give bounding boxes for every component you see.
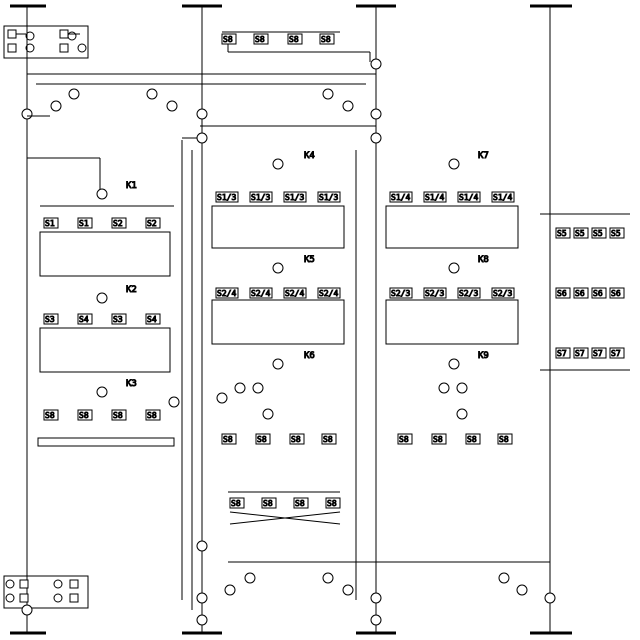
far-right-block: S5 S5 S5 S5 S6 S6 S6 S6 S7 S7 S7 S7 — [540, 213, 630, 371]
fr-row2-2: S6 — [575, 289, 585, 298]
mid-s8-3: S8 — [295, 499, 305, 508]
bottom-left-block — [3, 575, 89, 609]
top-s8-row: S8 S8 S8 S8 — [221, 31, 382, 70]
top-s8-label-3: S8 — [289, 35, 299, 44]
fr-row1-3: S5 — [593, 229, 603, 238]
k5-label: K5 — [304, 255, 315, 265]
fr-row1-1: S5 — [557, 229, 567, 238]
right-chain: K7 S1/4 S1/4 S1/4 S1/4 K8 S2/3 S2/3 S2/3… — [385, 151, 519, 445]
center-row2-4: S2/4 — [319, 289, 338, 298]
top-s8-label-4: S8 — [321, 35, 331, 44]
right-row2-1: S2/3 — [391, 289, 410, 298]
top-s8-label-1: S8 — [223, 35, 233, 44]
k2-label: K2 — [126, 285, 137, 295]
left-row2-2: S4 — [79, 315, 89, 324]
top-s8-box-4 — [319, 33, 335, 45]
fr-row2-3: S6 — [593, 289, 603, 298]
center-row3-3: S8 — [291, 435, 301, 444]
fr-row2-1: S6 — [557, 289, 567, 298]
mid-s8-4: S8 — [327, 499, 337, 508]
fr-row1-4: S5 — [611, 229, 621, 238]
left-chain: K1 S1 S1 S2 S2 K2 S3 S4 S3 S4 K3 S8 S8 S… — [27, 157, 180, 447]
k6-label: K6 — [304, 351, 315, 361]
left-row3-3: S8 — [113, 411, 123, 420]
right-row1-3: S1/4 — [459, 193, 478, 202]
bottom-instrument-row — [21, 561, 556, 626]
fr-row2-4: S6 — [611, 289, 621, 298]
right-row2-3: S2/3 — [459, 289, 478, 298]
fr-row3-4: S7 — [611, 349, 621, 358]
top-s8-box-3 — [287, 33, 303, 45]
top-s8-box-2 — [253, 33, 269, 45]
right-row1-1: S1/4 — [391, 193, 410, 202]
right-row3-3: S8 — [467, 435, 477, 444]
center-row2-3: S2/4 — [285, 289, 304, 298]
right-row3-1: S8 — [399, 435, 409, 444]
left-row2-1: S3 — [45, 315, 55, 324]
left-row1-4: S2 — [147, 219, 157, 228]
k9-label: K9 — [478, 351, 489, 361]
top-s8-box-1 — [221, 33, 237, 45]
top-left-block — [3, 25, 89, 59]
k8-label: K8 — [478, 255, 489, 265]
mid-mixer-row: S8 S8 S8 S8 — [196, 491, 341, 552]
center-chain: K4 S1/3 S1/3 S1/3 S1/3 K5 S2/4 S2/4 S2/4… — [211, 151, 345, 445]
right-row1-2: S1/4 — [425, 193, 444, 202]
center-row1-1: S1/3 — [217, 193, 236, 202]
left-row2-3: S3 — [113, 315, 123, 324]
top-instrument-row — [21, 73, 382, 144]
left-row2-4: S4 — [147, 315, 157, 324]
right-row3-4: S8 — [499, 435, 509, 444]
top-s8-label-2: S8 — [255, 35, 265, 44]
fr-row3-3: S7 — [593, 349, 603, 358]
left-row1-1: S1 — [45, 219, 55, 228]
mid-s8-1: S8 — [231, 499, 241, 508]
center-row1-3: S1/3 — [285, 193, 304, 202]
main-vertical-lines — [26, 6, 551, 633]
center-row3-2: S8 — [257, 435, 267, 444]
left-row3-2: S8 — [79, 411, 89, 420]
center-row2-1: S2/4 — [217, 289, 236, 298]
right-row3-2: S8 — [433, 435, 443, 444]
fr-row3-2: S7 — [575, 349, 585, 358]
center-row1-2: S1/3 — [251, 193, 270, 202]
center-row1-4: S1/3 — [319, 193, 338, 202]
right-row2-2: S2/3 — [425, 289, 444, 298]
center-row3-1: S8 — [223, 435, 233, 444]
right-row2-4: S2/3 — [493, 289, 512, 298]
k1-label: K1 — [126, 181, 137, 191]
right-row1-4: S1/4 — [493, 193, 512, 202]
left-row1-3: S2 — [113, 219, 123, 228]
fr-row1-2: S5 — [575, 229, 585, 238]
k7-label: K7 — [478, 151, 489, 161]
center-row2-2: S2/4 — [251, 289, 270, 298]
left-row3-4: S8 — [147, 411, 157, 420]
left-row3-1: S8 — [45, 411, 55, 420]
mid-s8-2: S8 — [263, 499, 273, 508]
left-row1-2: S1 — [79, 219, 89, 228]
k3-label: K3 — [126, 379, 137, 389]
center-row3-4: S8 — [323, 435, 333, 444]
k4-label: K4 — [304, 151, 315, 161]
fr-row3-1: S7 — [557, 349, 567, 358]
